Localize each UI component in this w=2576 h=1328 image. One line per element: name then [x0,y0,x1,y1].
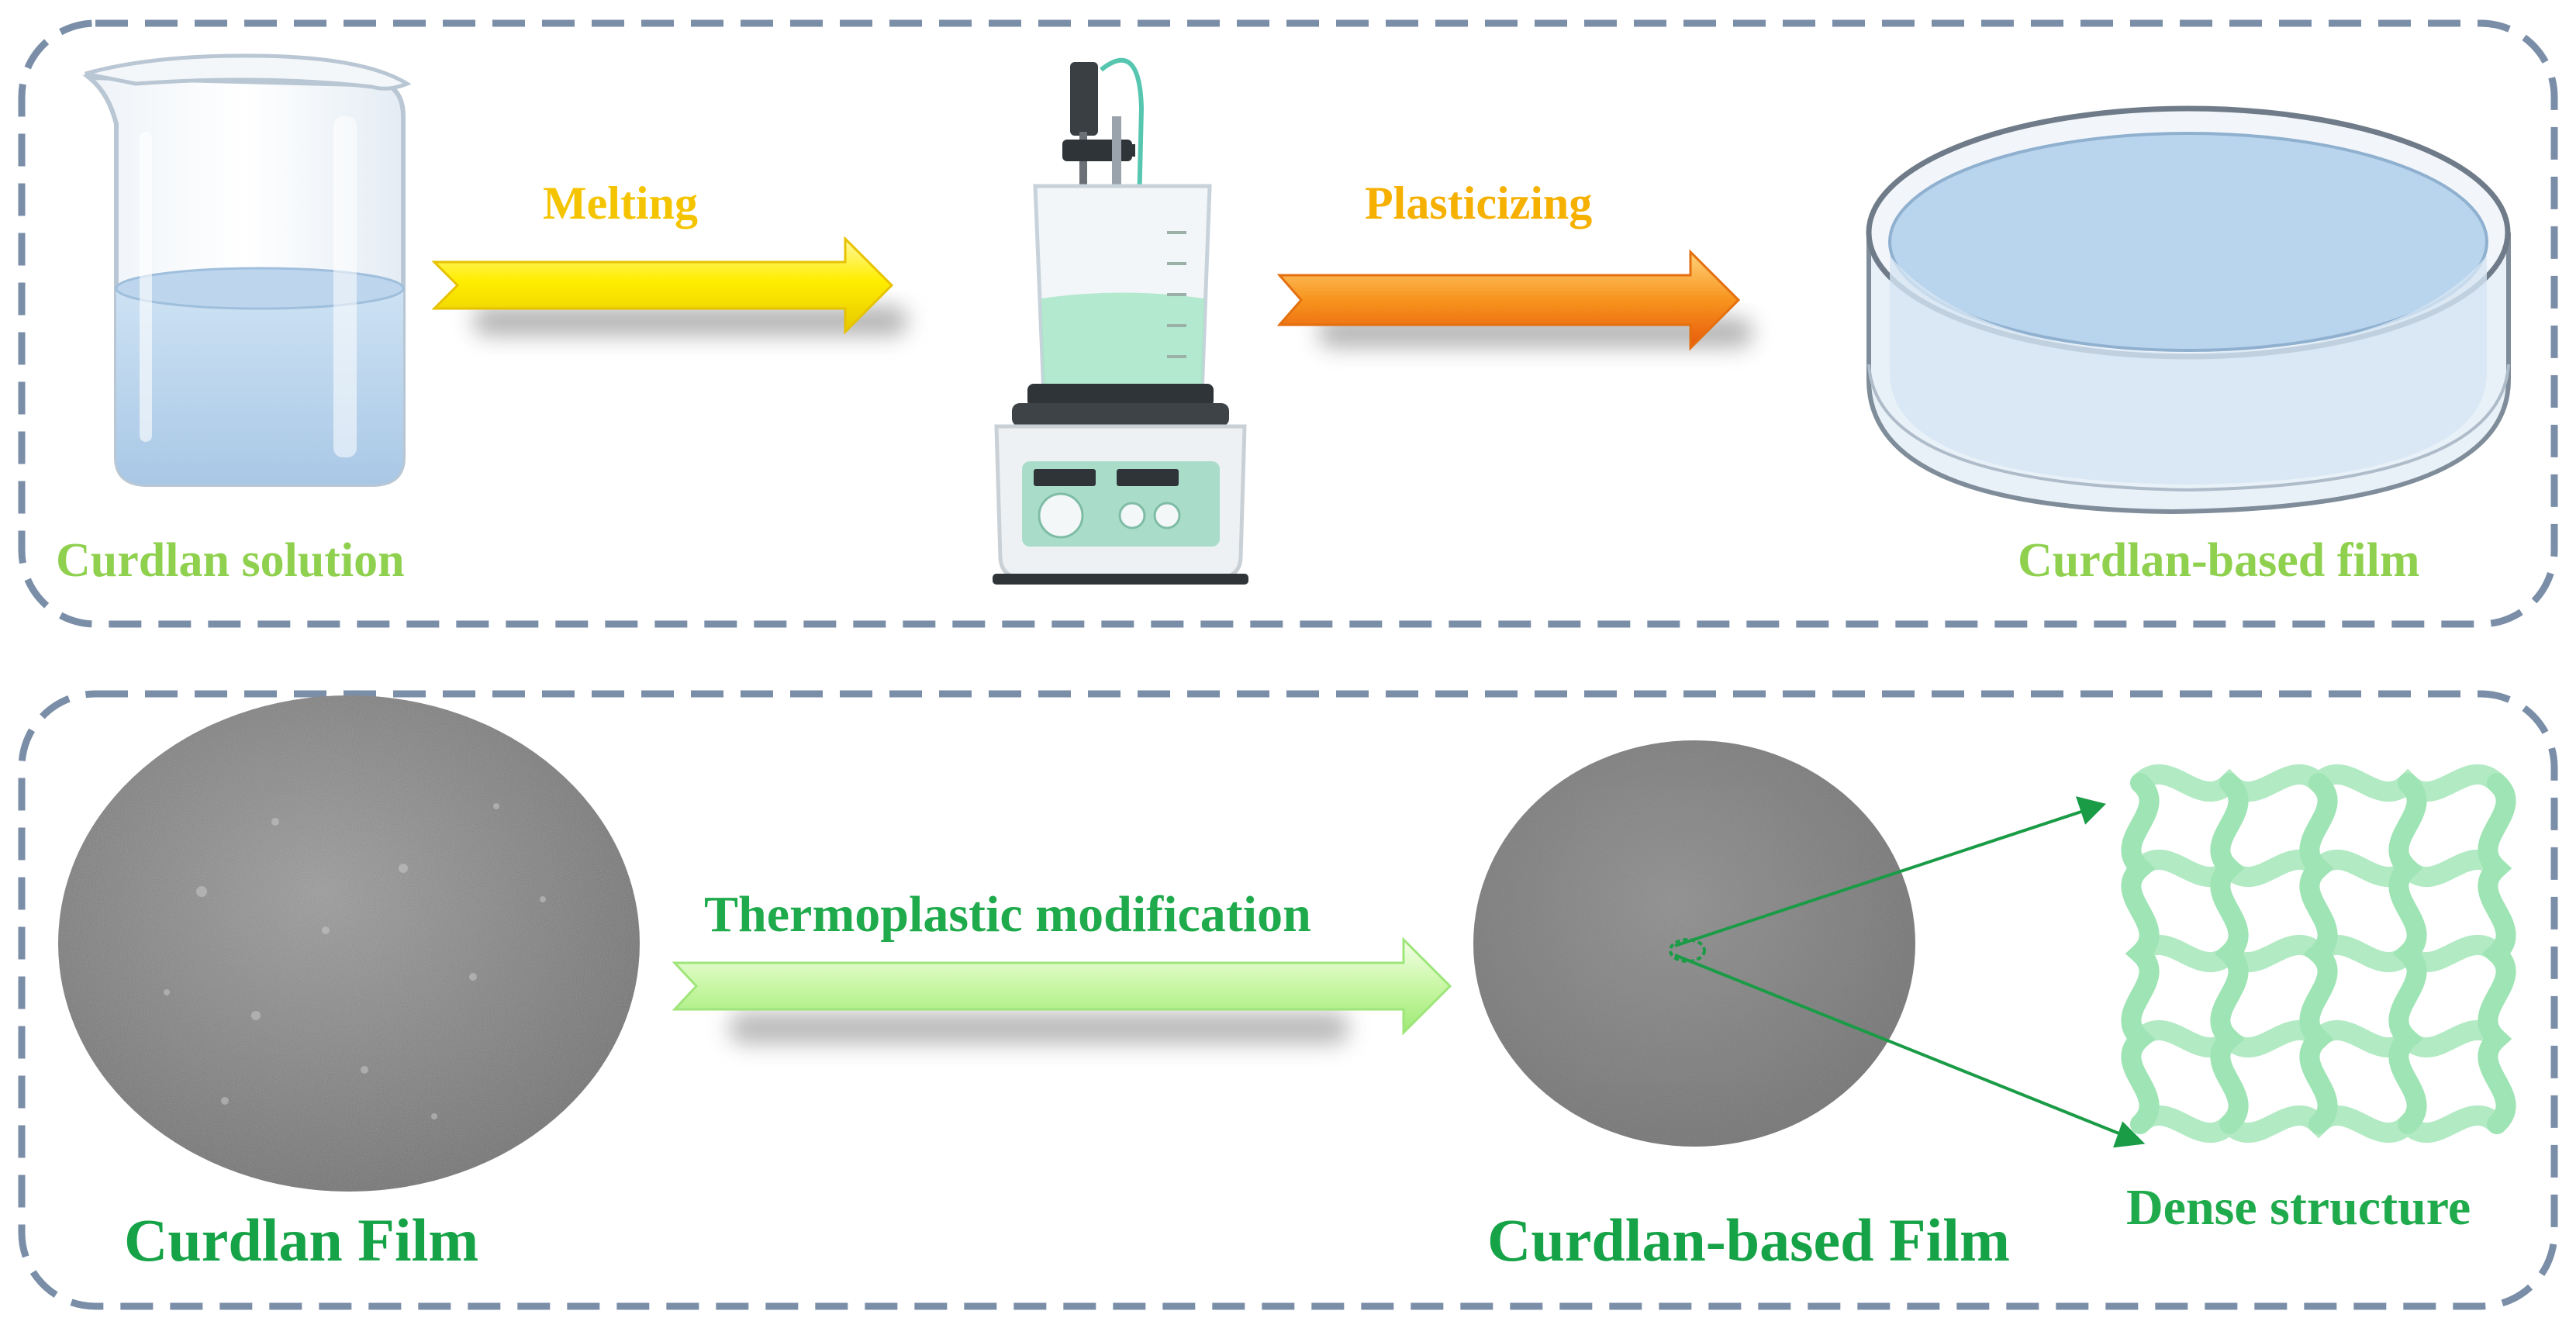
dense-structure-network-icon [2121,764,2516,1143]
curdlan-film-label: Curdlan Film [124,1206,479,1274]
curdlan-film-sem-image [58,695,640,1192]
melting-arrow [431,236,907,336]
thermoplastic-modification-label: Thermoplastic modification [704,886,1311,943]
network-strand-horizontal [2130,849,2507,888]
plasticizing-arrow [1276,249,1752,351]
network-strand-horizontal [2130,764,2507,802]
beaker-icon [82,53,412,487]
bottom-panel-frame [18,690,2558,1310]
top-panel-frame [18,19,2558,628]
network-strand-horizontal [2130,934,2507,973]
zoom-region-marker [1669,938,1706,963]
dense-structure-label: Dense structure [2126,1179,2471,1236]
curdlan-based-film-sem-label: Curdlan-based Film [1487,1206,2010,1274]
magnetic-stirrer-icon [993,57,1248,585]
curdlan-solution-label: Curdlan solution [56,534,405,587]
curdlan-based-film-sem-image [1473,740,1915,1147]
melting-label: Melting [543,178,698,229]
curdlan-based-film-label: Curdlan-based film [2018,534,2420,587]
network-strand-horizontal [2130,1105,2507,1143]
zoom-lines [1674,796,2146,1148]
plasticizing-label: Plasticizing [1365,178,1593,229]
network-strand-horizontal [2130,1019,2507,1058]
petri-dish-icon [1866,105,2511,515]
thermoplastic-arrow [672,936,1452,1044]
